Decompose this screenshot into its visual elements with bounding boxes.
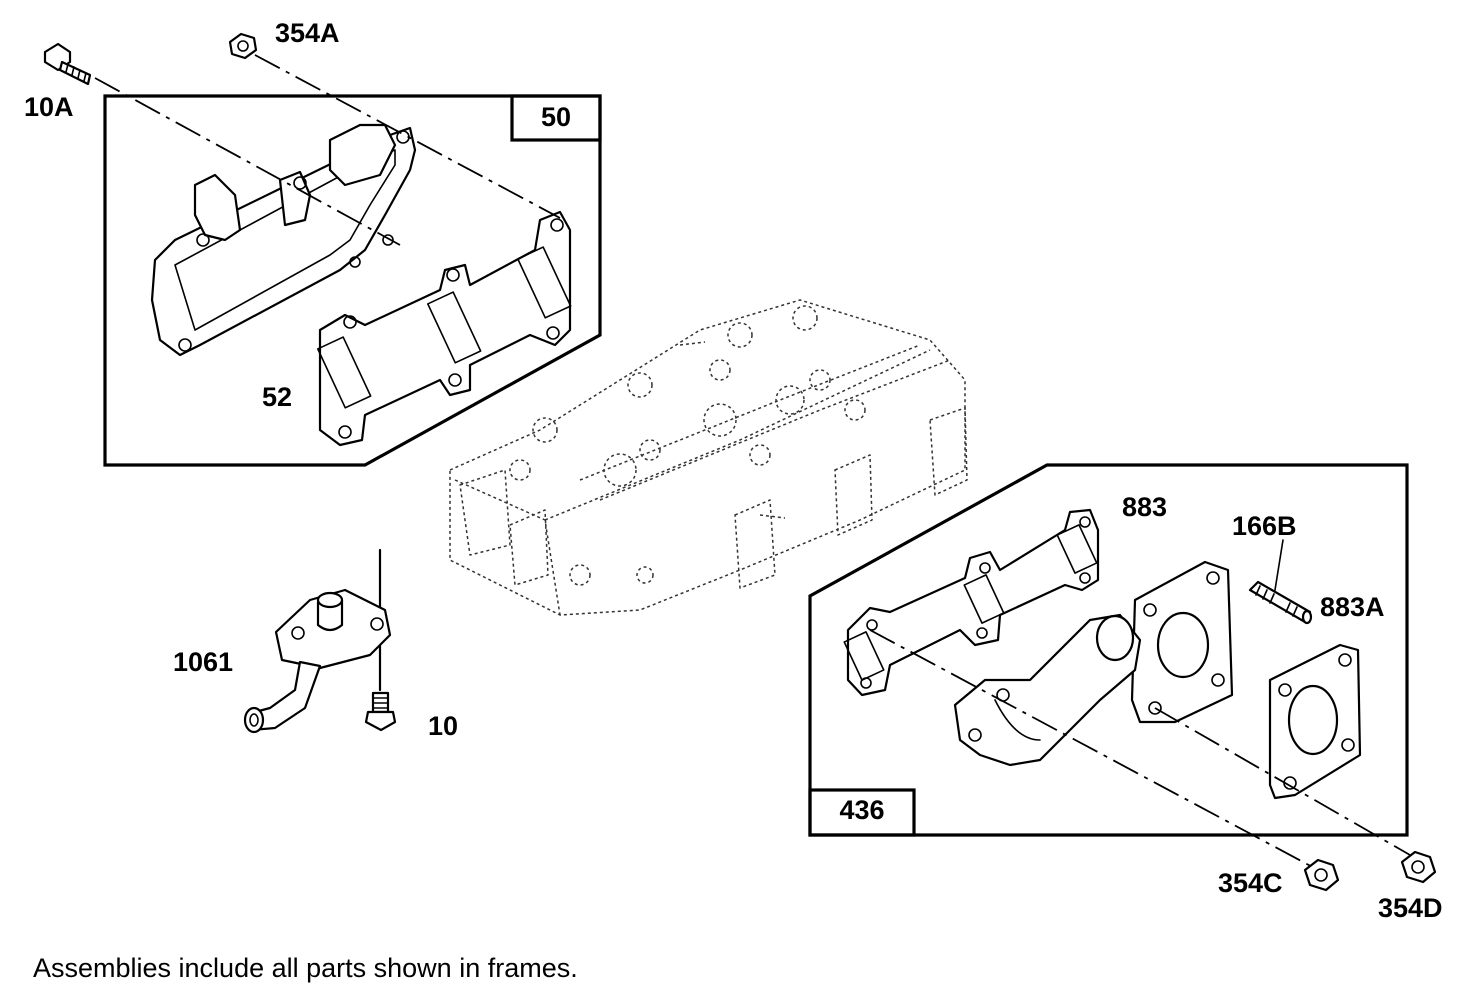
label-166B: 166B [1232, 511, 1297, 541]
flange-883A [1268, 643, 1362, 800]
frame-50-label-box [510, 94, 602, 142]
nut-354C-icon [1303, 858, 1340, 892]
nut-354A-icon [228, 32, 258, 60]
gasket-52 [316, 210, 572, 447]
label-1061: 1061 [173, 647, 234, 677]
axis-line-354A [254, 54, 561, 219]
axis-line-354D [1154, 707, 1411, 856]
label-354A: 354A [275, 18, 340, 48]
label-10A: 10A [24, 92, 74, 122]
frame-436-outline [808, 463, 1409, 837]
footnote-text: Assemblies include all parts shown in fr… [33, 953, 578, 983]
axis-line-10A [94, 77, 401, 246]
label-frame-50: 50 [540, 102, 572, 132]
nut-354D-icon [1400, 850, 1437, 884]
leader-166B [1274, 539, 1284, 591]
elbow-pipe-436 [953, 613, 1142, 767]
gasket-883 [843, 508, 1100, 697]
label-354C: 354C [1218, 868, 1283, 898]
label-883A: 883A [1320, 592, 1385, 622]
label-frame-436: 436 [839, 795, 885, 825]
label-883: 883 [1122, 492, 1168, 522]
bolt-10A-icon [43, 42, 92, 86]
adapter-flange-436 [1130, 560, 1234, 724]
label-10: 10 [428, 711, 459, 741]
cylinder-head-ghost [449, 299, 968, 616]
label-52: 52 [262, 382, 293, 412]
axis-line-354C [869, 629, 1319, 871]
water-outlet-1061 [243, 588, 392, 734]
bolt-10-icon [364, 691, 397, 732]
label-354D: 354D [1378, 893, 1443, 923]
exhaust-manifold-50 [150, 123, 417, 357]
frame-436-label-box [808, 788, 916, 837]
stud-166B-icon [1248, 580, 1313, 625]
